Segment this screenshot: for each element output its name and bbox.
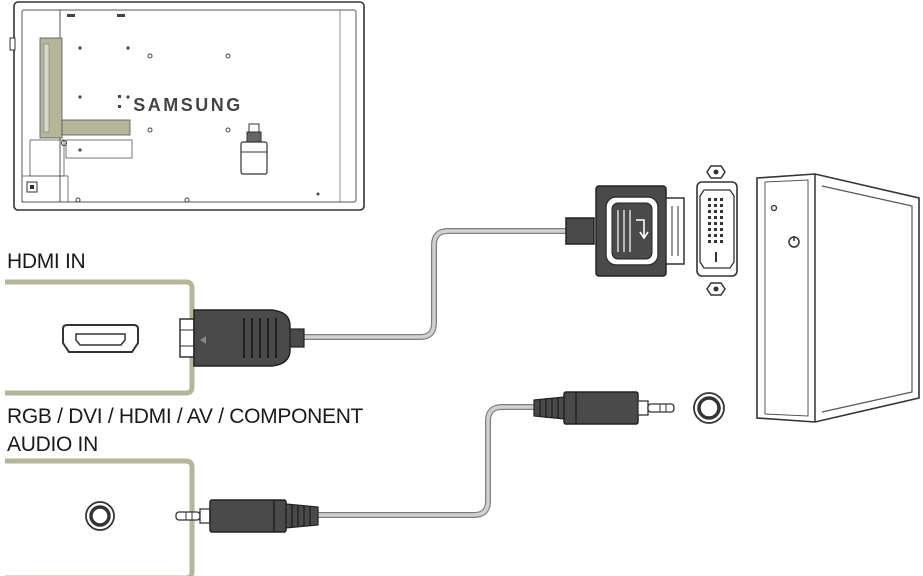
brand-logo: SAMSUNG bbox=[133, 95, 243, 115]
audio-in-label-line1: RGB / DVI / HDMI / AV / COMPONENT bbox=[7, 405, 364, 428]
audio-cable bbox=[315, 404, 537, 518]
audio-in-label-line2: AUDIO IN bbox=[7, 433, 98, 456]
hdmi-in-label: HDMI IN bbox=[7, 250, 86, 273]
display-back-panel: SAMSUNG bbox=[9, 1, 365, 211]
audio-plug-display-icon bbox=[175, 499, 319, 533]
audio-jack-icon bbox=[85, 501, 115, 531]
pc-audio-jack-icon bbox=[693, 392, 725, 424]
hdmi-plug-icon bbox=[179, 309, 305, 367]
pc-tower-icon bbox=[756, 173, 920, 423]
hdmi-dvi-cable bbox=[299, 228, 571, 340]
hdmi-port-icon bbox=[62, 324, 139, 353]
dvi-port-icon bbox=[696, 165, 738, 296]
dvi-plug-icon bbox=[565, 185, 685, 277]
audio-plug-pc-icon bbox=[533, 391, 675, 425]
